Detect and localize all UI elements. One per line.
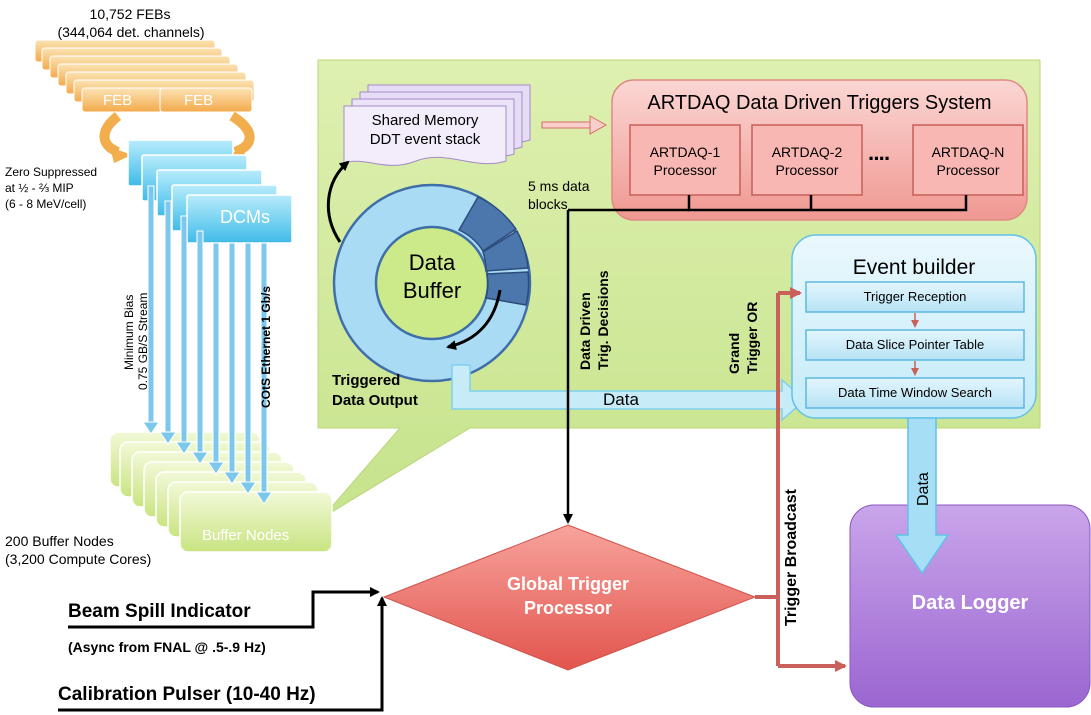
dcm-label: DCMs [220,207,270,227]
data-arrow-label: Data [603,390,639,409]
buffer-nodes-count: 200 Buffer Nodes [5,533,114,549]
shared-memory-to-artdaq-arrow [541,115,608,135]
data-down-label: Data [915,472,932,506]
cots-ethernet-label: COtS Ethernet 1 Gb/s [259,285,273,408]
data-blocks-line1: 5 ms data [528,178,590,194]
grand-trigger-line1: Grand [726,332,742,374]
artdaq-1-name: ARTDAQ-1 [649,144,721,160]
min-bias-stream-label: 0.75 GB/S Stream [136,292,150,390]
min-bias-label: Minimum Bias [122,294,136,370]
triggered-output-line1: Triggered [332,372,401,389]
shared-memory-line2: DDT event stack [369,131,481,148]
artdaq-title: ARTDAQ Data Driven Triggers System [647,92,992,114]
beam-spill-line [68,587,380,629]
ddt-decision-line [563,195,968,524]
artdaq-system-box [611,79,1028,221]
dcm-stack [127,139,293,244]
artdaq-n-sub: Processor [936,162,1000,178]
calibration-label: Calibration Pulser (10-40 Hz) [58,684,316,705]
trigger-broadcast-lines [755,287,847,672]
beam-spill-sub: (Async from FNAL @ .5-.9 Hz) [68,639,266,655]
shared-memory-line1: Shared Memory [371,112,479,129]
event-builder-step-2: Data Slice Pointer Table [845,337,985,352]
feb-stack [34,39,255,113]
event-builder-title: Event builder [852,256,976,279]
trigger-broadcast-label: Trigger Broadcast [783,489,800,626]
artdaq-2-sub: Processor [775,162,839,178]
feb-count-label: 10,752 FEBs [89,6,171,22]
zero-suppressed-line3: (6 - 8 MeV/cell) [5,197,87,211]
buffer-to-shared-memory-arrow [326,160,350,243]
feb-channels-label: (344,064 det. channels) [57,24,205,40]
artdaq-n-name: ARTDAQ-N [931,144,1005,160]
event-builder-step-3: Data Time Window Search [838,385,992,400]
ddt-decisions-line2: Trig. Decisions [595,270,611,370]
grand-trigger-line2: Trigger OR [744,301,760,374]
ddt-decisions-line1: Data Driven [577,292,593,370]
artdaq-1-sub: Processor [653,162,717,178]
global-trigger-line2: Processor [523,598,613,618]
triggered-output-line2: Data Output [332,392,418,409]
event-builder-to-logger-arrow [894,417,950,575]
event-builder-step-1: Trigger Reception [863,289,967,304]
event-builder-box [791,234,1037,419]
artdaq-ellipsis: ···· [868,146,891,171]
data-logger-label: Data Logger [911,592,1029,614]
dcm-to-buffer-arrows [142,185,273,505]
zero-suppressed-line1: Zero Suppressed [5,165,98,179]
data-blocks-line2: blocks [528,196,568,212]
global-trigger-diamond [382,524,757,671]
buffer-rotation-arrow [446,289,502,351]
calibration-line [58,596,387,712]
buffer-nodes-cores: (3,200 Compute Cores) [5,551,152,567]
beam-spill-title: Beam Spill Indicator [68,601,251,622]
data-buffer-line1: Data [408,250,456,275]
buffer-nodes-label: Buffer Nodes [202,527,290,544]
feb-label-left: FEB [103,92,133,109]
global-trigger-line1: Global Trigger [506,574,630,594]
feb-label-right: FEB [184,92,214,109]
data-buffer-line2: Buffer [402,278,462,303]
data-buffer-ring [332,183,532,383]
shared-memory-stack [343,84,531,166]
artdaq-2-name: ARTDAQ-2 [771,144,843,160]
zero-suppressed-line2: at ½ - ⅔ MIP [5,181,74,195]
